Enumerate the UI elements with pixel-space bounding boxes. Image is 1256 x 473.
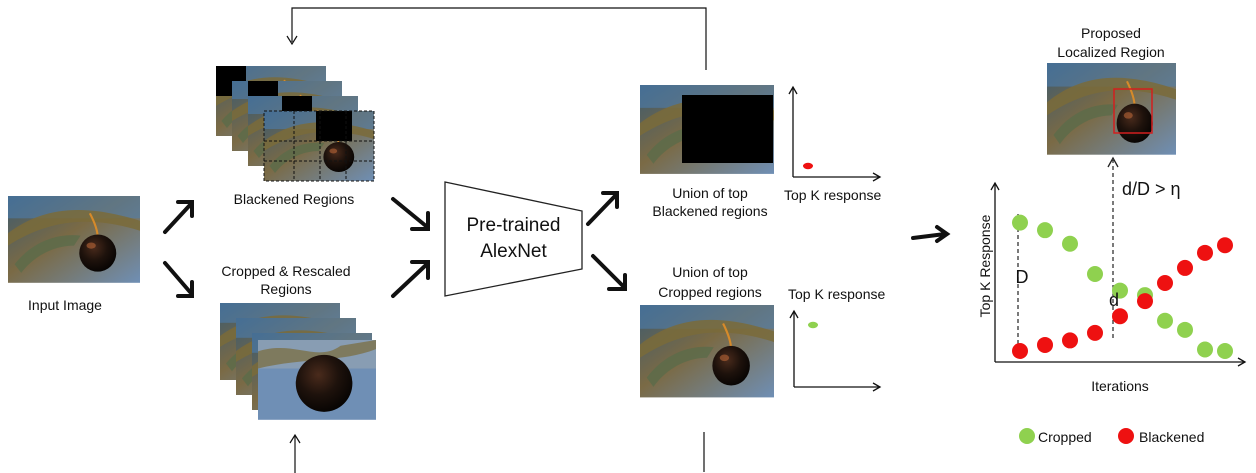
legend-swatch-blackened xyxy=(1118,428,1134,444)
topk-point-cropped xyxy=(808,321,818,329)
cropped-point-8 xyxy=(1177,321,1193,338)
blackened-point-4 xyxy=(1087,324,1103,341)
blackened-point-7 xyxy=(1157,275,1173,292)
union-blackened-image xyxy=(638,83,776,175)
union-cropped-label-line2: Cropped regions xyxy=(658,284,762,300)
feedback-loop xyxy=(286,7,707,473)
legend-label-cropped: Cropped xyxy=(1038,429,1092,445)
cropped-point-4 xyxy=(1087,265,1103,282)
legend-swatch-cropped xyxy=(1019,428,1035,444)
network-label-line2: AlexNet xyxy=(480,241,547,262)
network-label-line1: Pre-trained xyxy=(466,215,561,236)
cropped-point-7 xyxy=(1157,312,1173,329)
blackened-point-3 xyxy=(1062,332,1078,349)
proposed-label-line2: Localized Region xyxy=(1057,44,1165,60)
top-k-response-chart xyxy=(990,156,1247,367)
cropped-label-line1: Cropped & Rescaled xyxy=(221,263,351,279)
cropped-point-2 xyxy=(1037,222,1053,239)
cropped-point-10 xyxy=(1217,342,1233,359)
blackened-point-8 xyxy=(1177,259,1193,276)
flow-arrows xyxy=(163,191,951,298)
small-d-label: d xyxy=(1108,290,1119,310)
chart-legend xyxy=(1019,428,1134,444)
topk-plot-bottom-axes xyxy=(789,309,882,392)
blackened-point-5 xyxy=(1112,308,1128,325)
topk-plot-top-axes xyxy=(788,85,882,182)
union-cropped-image xyxy=(638,303,776,399)
blackened-regions-stack xyxy=(215,65,375,182)
localization-box xyxy=(1113,88,1153,134)
union-blackened-label-line2: Blackened regions xyxy=(652,203,768,219)
blackened-point-2 xyxy=(1037,336,1053,353)
chart-y-label: Top K Response xyxy=(977,214,993,318)
blackened-point-6 xyxy=(1137,293,1153,310)
input-image-label: Input Image xyxy=(28,297,102,313)
cropped-point-9 xyxy=(1197,341,1213,358)
blackened-point-1 xyxy=(1012,342,1028,359)
cropped-regions-stack xyxy=(219,302,376,420)
legend-label-blackened: Blackened xyxy=(1139,429,1205,445)
proposed-label-line1: Proposed xyxy=(1081,25,1141,41)
proposed-region-image xyxy=(1045,61,1178,156)
chart-x-label: Iterations xyxy=(1091,378,1149,394)
topk-bottom-label: Top K response xyxy=(788,286,886,302)
union-cropped-label-line1: Union of top xyxy=(672,264,748,280)
alexnet-block xyxy=(444,181,583,297)
ratio-condition-label: d/D > η xyxy=(1122,179,1181,199)
cropped-point-3 xyxy=(1062,235,1078,252)
blackened-point-10 xyxy=(1217,237,1233,254)
topk-point-blackened xyxy=(803,162,813,170)
big-d-label: D xyxy=(1015,267,1029,287)
blackened-point-9 xyxy=(1197,244,1213,261)
cropped-point-1 xyxy=(1012,214,1028,231)
topk-top-label: Top K response xyxy=(784,187,882,203)
union-blackened-label-line1: Union of top xyxy=(672,185,748,201)
cropped-point-5 xyxy=(1112,282,1128,299)
blackened-regions-label: Blackened Regions xyxy=(233,191,355,207)
cropped-label-line2: Regions xyxy=(260,281,312,297)
input-image xyxy=(6,194,142,284)
